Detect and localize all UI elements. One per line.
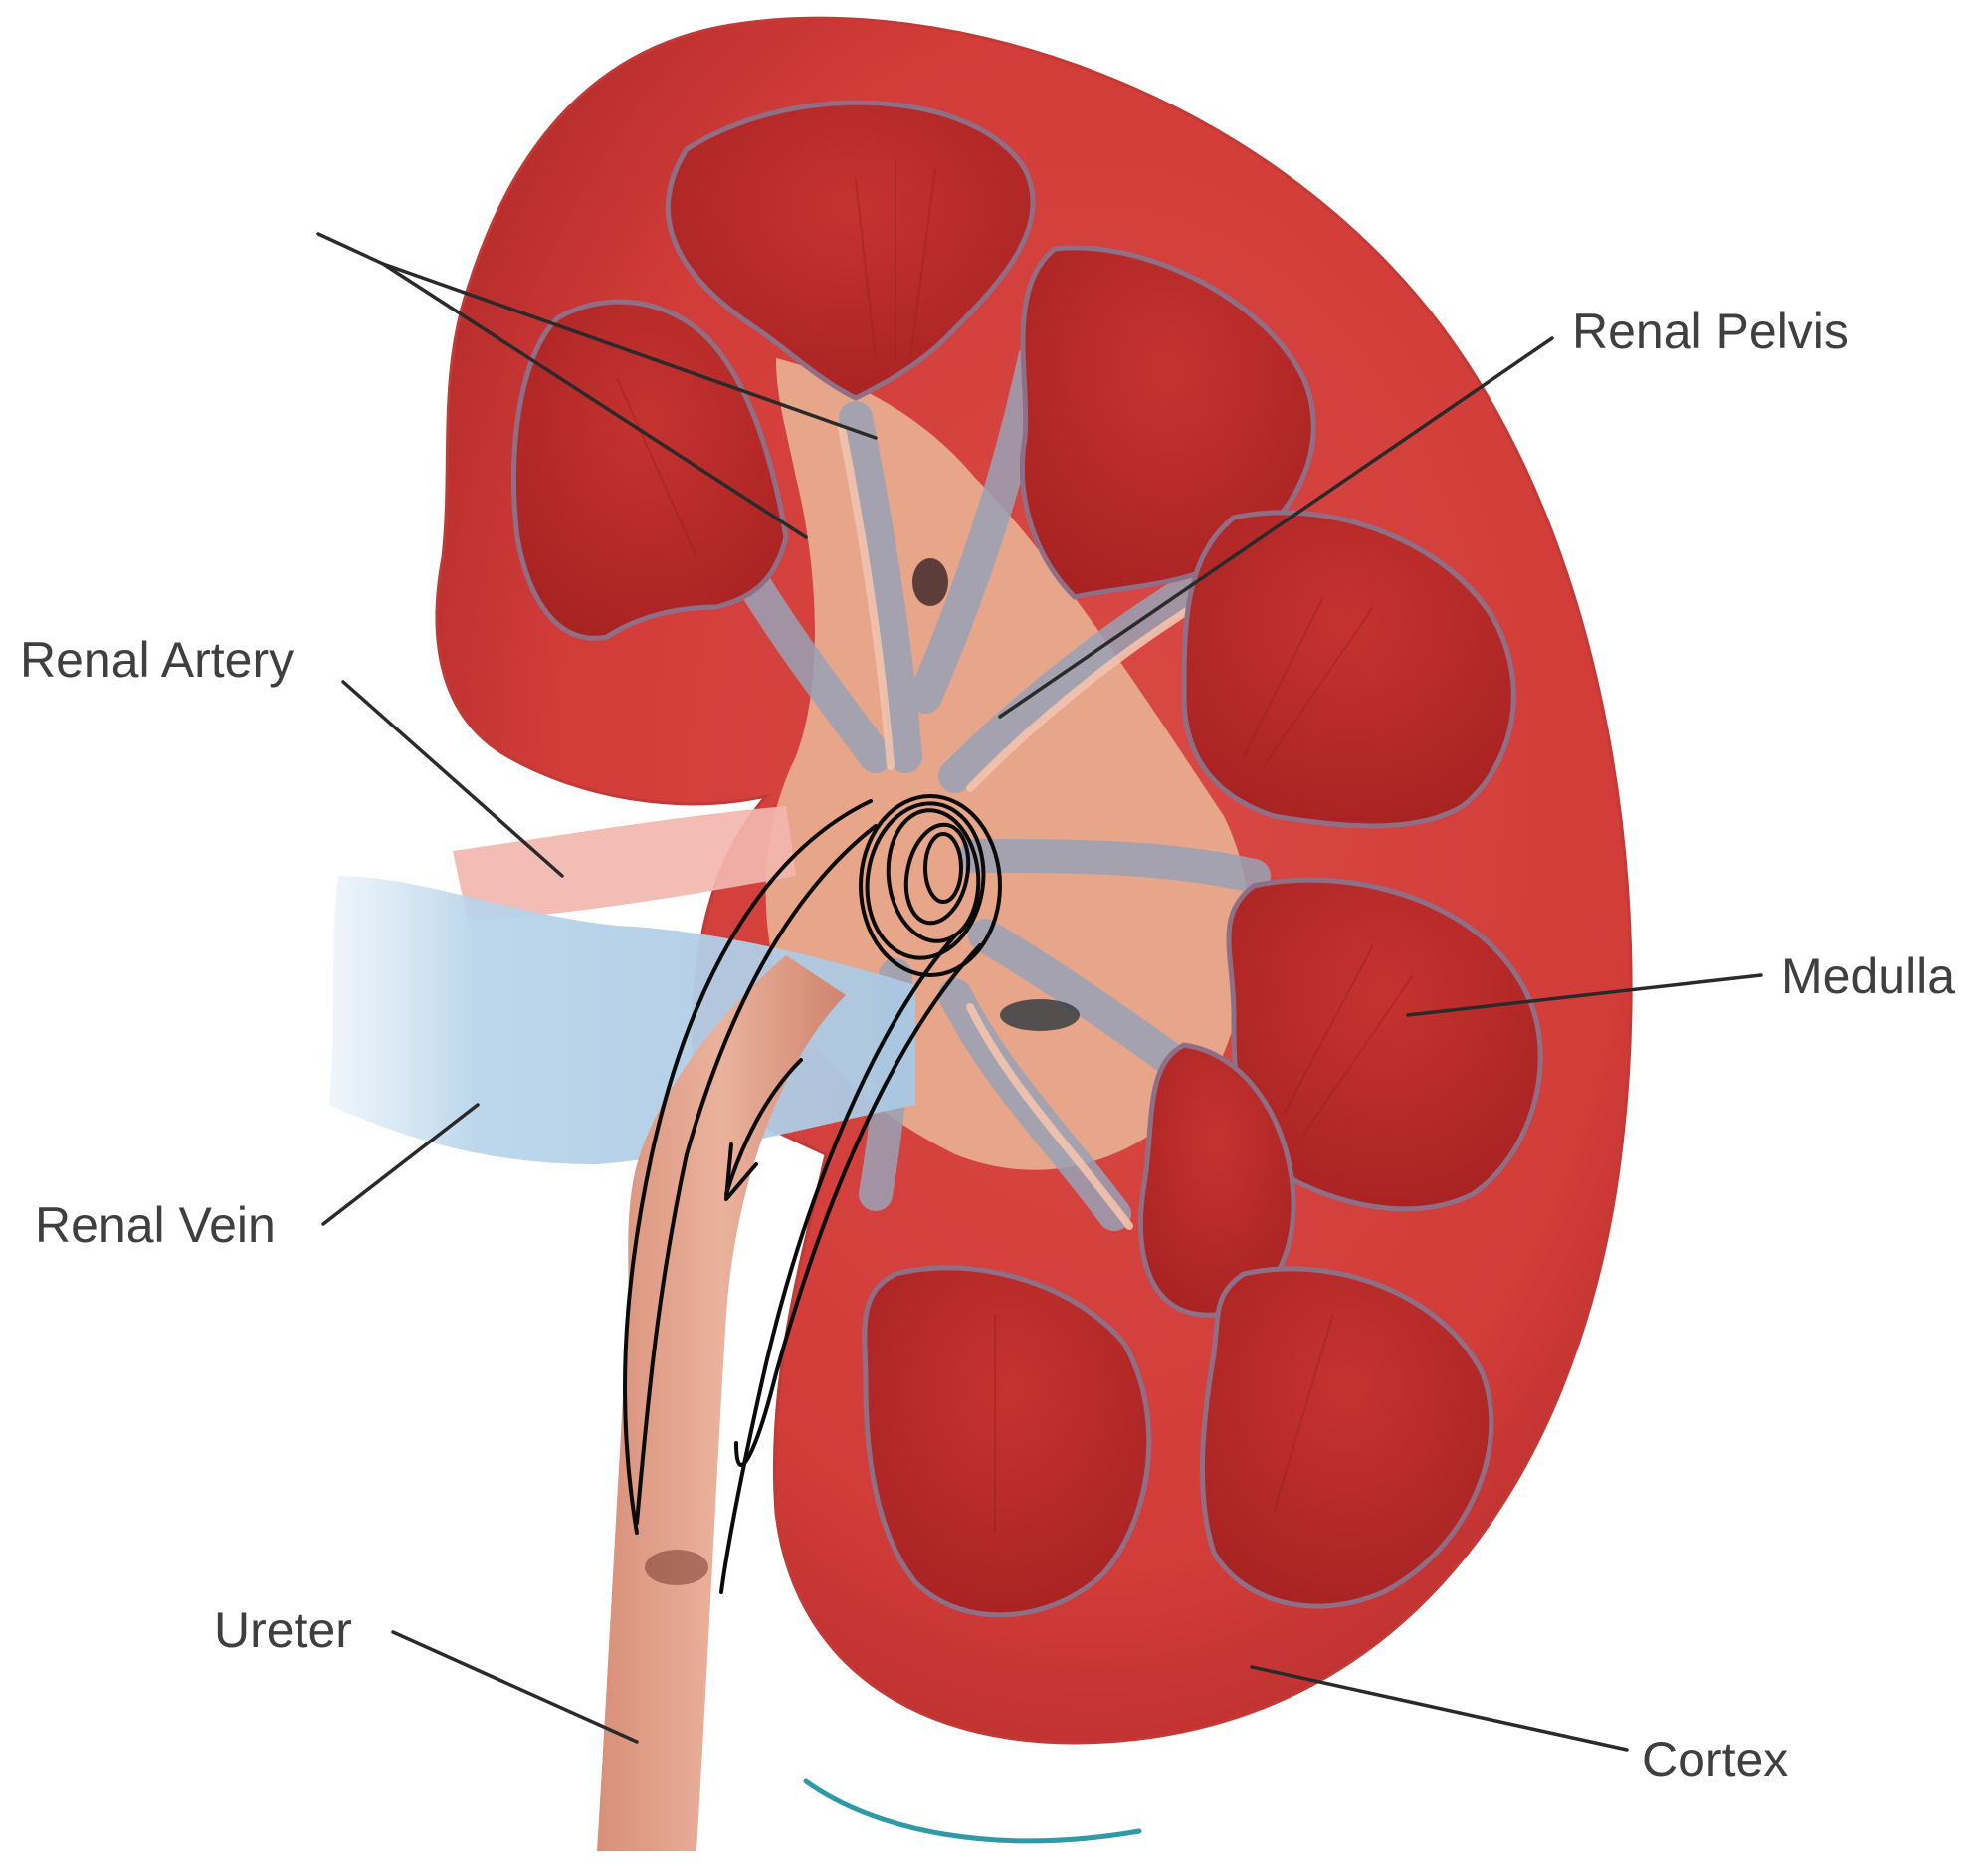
ureter-opening [645, 1550, 708, 1585]
dark-spot-lower [1000, 999, 1080, 1031]
label-renal-vein: Renal Vein [35, 1197, 276, 1253]
label-renal-artery: Renal Artery [20, 632, 294, 688]
label-ureter: Ureter [214, 1602, 352, 1658]
cortex-leader [1252, 1667, 1627, 1750]
ureter-leader [393, 1632, 637, 1742]
label-renal-pelvis: Renal Pelvis [1572, 304, 1849, 359]
kidney-illustration [328, 18, 1631, 1851]
teal-arc-mark [806, 1781, 1139, 1841]
dark-spot-upper [912, 558, 948, 606]
label-medulla: Medulla [1781, 948, 1955, 1004]
label-cortex: Cortex [1642, 1732, 1788, 1787]
